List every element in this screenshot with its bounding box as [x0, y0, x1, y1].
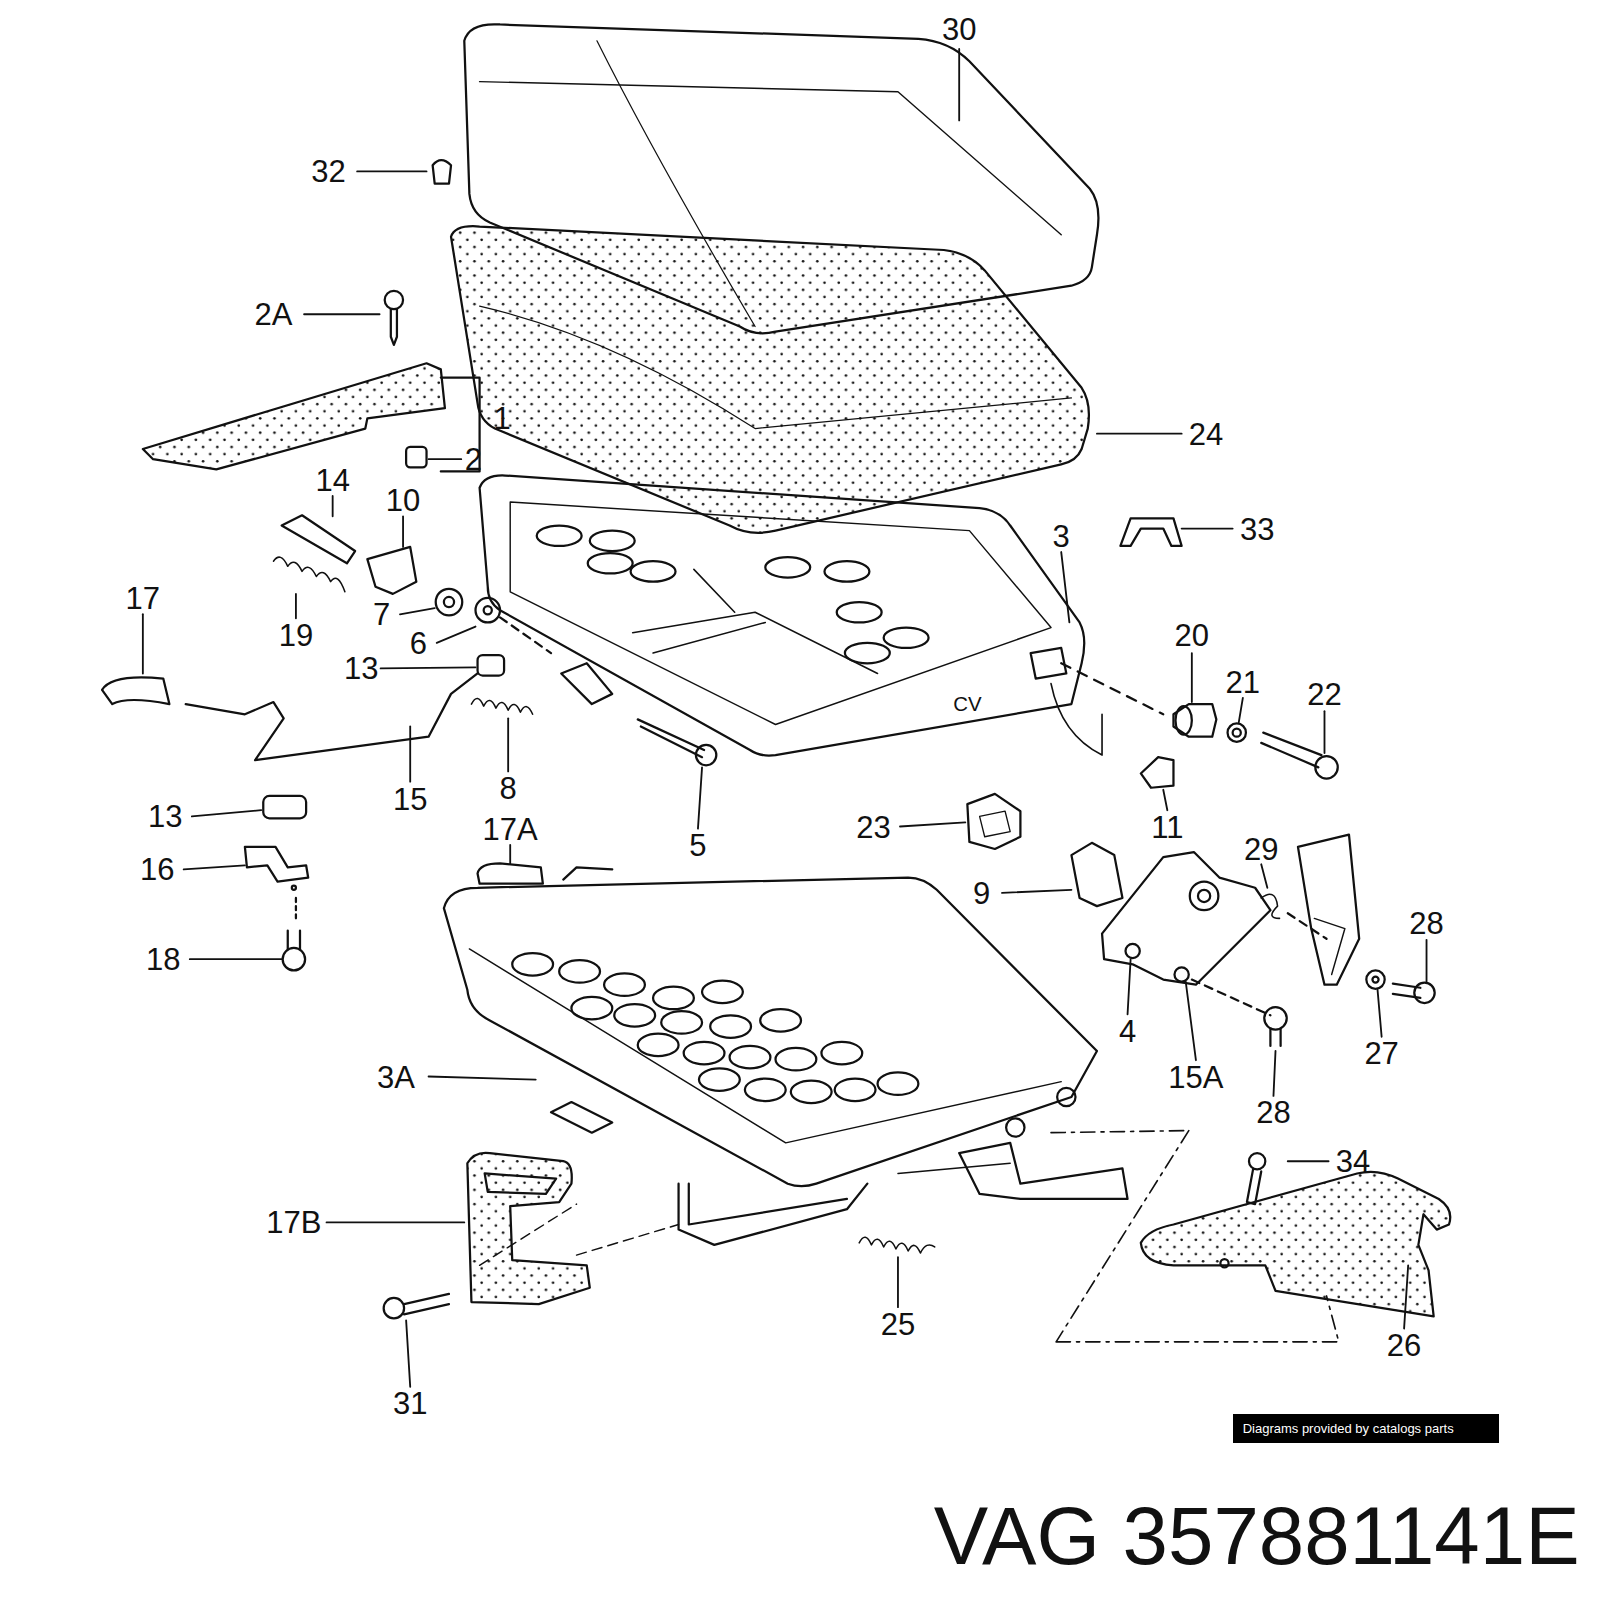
callout-number: 20 — [1175, 619, 1209, 650]
callout-number: 2A — [255, 299, 293, 330]
callout-number: 3 — [1053, 520, 1070, 551]
callout-number: 27 — [1364, 1038, 1398, 1069]
watermark-text: Diagrams provided by catalogs parts — [1243, 1421, 1489, 1436]
callout-number: 16 — [140, 854, 174, 885]
stamped-mark: CV — [953, 694, 981, 714]
callout-number: 8 — [500, 772, 517, 803]
callout-number: 24 — [1189, 418, 1223, 449]
callout-number: 17 — [126, 582, 160, 613]
callout-number: 13 — [148, 801, 182, 832]
callout-number: 23 — [856, 811, 890, 842]
callout-number: 1 — [493, 403, 510, 434]
callout-number: 19 — [279, 619, 313, 650]
callout-number: 6 — [410, 627, 427, 658]
callout-number: 3A — [377, 1061, 415, 1092]
callout-number: 32 — [311, 156, 345, 187]
callout-number: 25 — [881, 1309, 915, 1340]
callout-number: 17A — [483, 813, 538, 844]
callout-number: 17B — [266, 1207, 321, 1238]
callout-number: 26 — [1387, 1329, 1421, 1360]
callout-number: 13 — [344, 653, 378, 684]
callout-number: 15A — [1168, 1061, 1223, 1092]
callout-number: 10 — [386, 485, 420, 516]
callout-number: 22 — [1307, 678, 1341, 709]
callout-number: 7 — [373, 599, 390, 630]
part-number-caption: VAG 357881141E — [934, 1495, 1580, 1577]
watermark-band: Diagrams provided by catalogs parts — [1233, 1414, 1499, 1443]
callout-number: 28 — [1409, 908, 1443, 939]
callout-number: 15 — [393, 783, 427, 814]
callout-number: 11 — [1151, 811, 1183, 842]
callout-number: 34 — [1336, 1146, 1370, 1177]
callout-number: 4 — [1119, 1015, 1136, 1046]
callout-number: 30 — [942, 13, 976, 44]
callout-number: 14 — [315, 464, 349, 495]
callout-number: 9 — [973, 877, 990, 908]
callout-number: 2 — [465, 444, 482, 475]
callout-number: 5 — [689, 829, 706, 860]
callout-number: 33 — [1240, 513, 1274, 544]
callout-number: 31 — [393, 1388, 427, 1419]
callout-number: 18 — [146, 944, 180, 975]
callout-number: 29 — [1244, 833, 1278, 864]
callout-number: 21 — [1226, 666, 1260, 697]
callout-number: 28 — [1256, 1097, 1290, 1128]
